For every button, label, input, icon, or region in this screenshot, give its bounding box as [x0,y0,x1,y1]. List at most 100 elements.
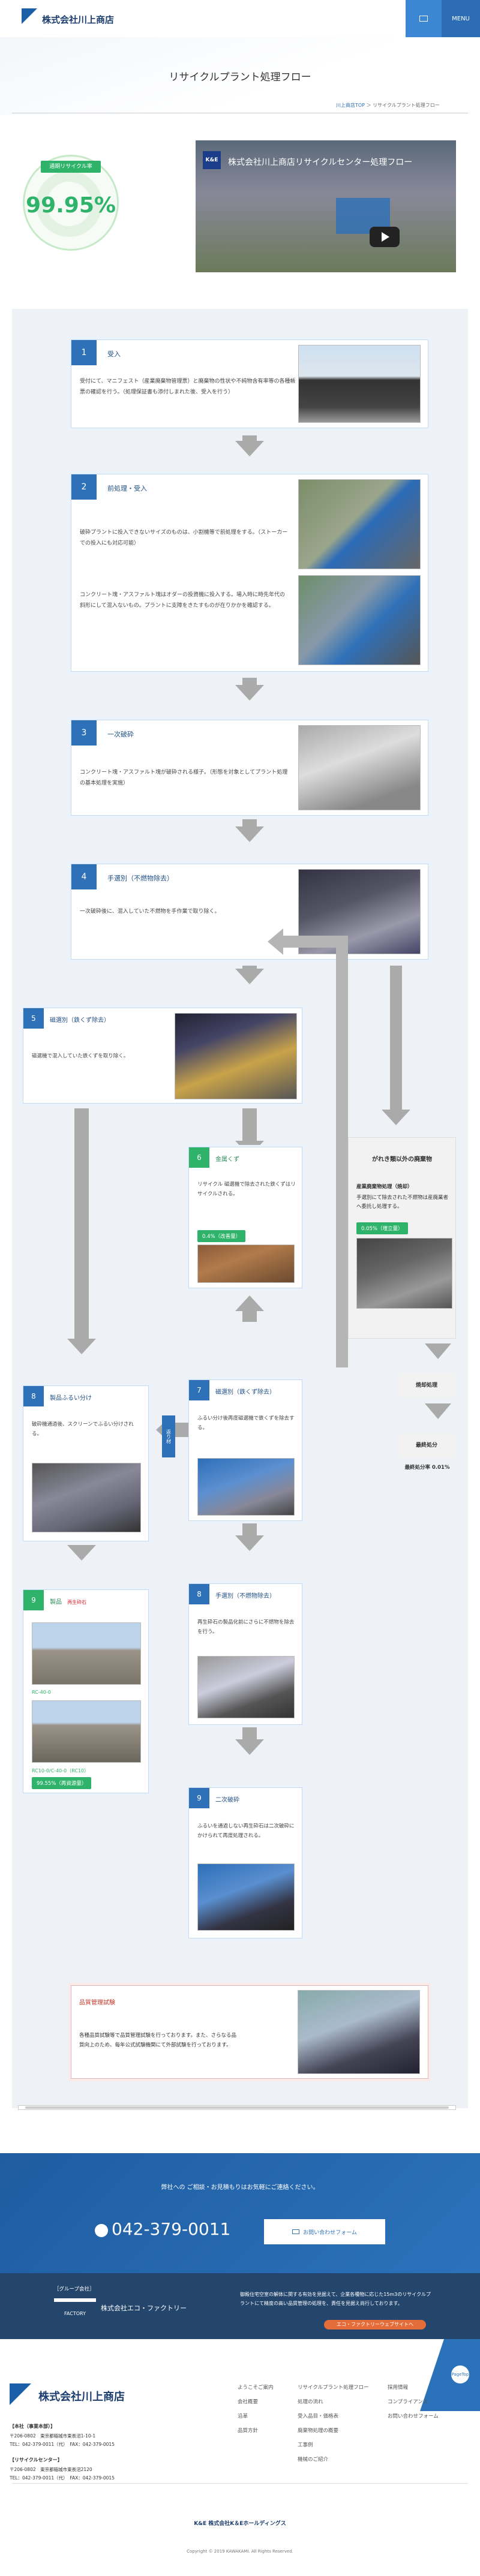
footer-rc-tel: TEL：042-379-0011（代） FAX：042-379-0015 [10,2475,115,2481]
flow-step-6: 6 金属くず リサイクル 磁選機で除去された鉄くずはリサイクルされる。 0.4%… [188,1147,302,1288]
side-label-2: 最終処分 [397,1433,456,1457]
recovery-badge: 0.4%（改善量） [197,1230,246,1242]
flow-step-5: 5 磁選別（鉄くず除去） 磁選機で混入していた鉄くずを取り除く。 [23,1008,302,1104]
step-text: コンクリート塊・アスファルト塊が破砕される様子。（形態を対象としてプラント処理の… [80,770,288,786]
footer-link[interactable]: コンプライアンス [388,2399,428,2405]
step-photo [298,345,421,423]
side-box-sub: 産業廃棄物処理（焼却） [356,1184,413,1190]
footer-company[interactable]: 株式会社川上商店 [38,2391,125,2403]
footer-link[interactable]: 廃棄物処理の概要 [298,2428,339,2434]
recycle-badge: 99.55%（再資源量） [32,1777,92,1789]
side-box-photo [356,1238,452,1309]
flow-arrow [425,1403,451,1419]
flow-connector [242,1310,257,1322]
side-box-title: がれき類以外の廃棄物 [372,1156,432,1163]
cta-phone[interactable]: 042-379-0011 [112,2219,231,2239]
footer-link[interactable]: 処理の流れ [298,2399,323,2405]
group-site-button[interactable]: エコ・ファクトリーウェブサイトへ [324,2320,426,2329]
breadcrumb-current: リサイクルプラント処理フロー [373,103,440,108]
video-player[interactable] [196,140,456,272]
step-title: 受入 [107,350,121,358]
step-number: 5 [23,1008,44,1029]
flow-connector [242,1727,257,1741]
footer-link[interactable]: 採用情報 [388,2385,409,2391]
flow-arrow [67,1545,96,1561]
footer-link[interactable]: ようこそご案内 [238,2385,274,2391]
contact-form-button[interactable]: お問い合わせフォーム [264,2219,385,2244]
step-photo [32,1463,141,1532]
breadcrumb-home[interactable]: 川上商店TOP [336,103,365,108]
step-text: 破砕プラントに投入できないサイズのものは、小割機等で前処理をする。（ストーカーで… [80,530,288,546]
step-photo [298,725,421,810]
page-title: リサイクルプラント処理フロー [169,71,311,83]
menu-button[interactable]: MENU [442,0,480,37]
step-text: ふるいを通過しない再生砕石は二次破砕にかけられて再度処理される。 [197,1823,295,1839]
flow-arrow-stem [242,678,257,686]
step-text: 再生砕石の製品化前にさらに不燃物を除去を行う。 [197,1619,295,1635]
flow-arrow [425,1343,451,1359]
mail-icon [419,16,428,22]
group-company[interactable]: 株式会社エコ・ファクトリー [101,2304,187,2312]
footer-divider [12,2483,468,2484]
footer-link[interactable]: リサイクルプラント処理フロー [298,2385,369,2391]
mail-button[interactable] [406,0,442,37]
flow-arrow [235,969,264,984]
footer-link[interactable]: 機械のご紹介 [298,2457,329,2463]
step-number: 7 [189,1380,209,1400]
pagetop-label: PageTop [451,2372,469,2377]
group-logo: FACTORY [54,2298,96,2316]
step-number: 9 [189,1788,209,1808]
recycle-value: 99.95% [26,193,116,218]
step-title: 製品 再生砕石 [50,1597,86,1606]
footer-link[interactable]: 受入品目・価格表 [298,2413,339,2419]
step-text: ふるい分け後再度磁選機で鉄くずを除去する。 [197,1415,295,1431]
step-number: 3 [71,720,97,746]
quality-title: 品質管理試験 [79,2000,115,2006]
pagetop-button[interactable]: PageTop [451,2365,469,2383]
footer-hq-addr: 〒206-0802 東京都稲城市東長沼1-10-1 [10,2433,96,2439]
step-title: 前処理・受入 [107,485,147,492]
step-photo [197,1245,295,1283]
step-number: 2 [71,474,97,500]
step-photo [175,1013,297,1099]
step-number: 1 [71,340,97,365]
video-title[interactable]: 株式会社川上商店リサイクルセンター処理フロー [228,158,413,167]
mail-icon [292,2229,300,2234]
side-box-text: 手選別にて除去された不燃物は産廃業者へ委託し処理する。 [356,1195,449,1210]
flow-step-11: 9 二次破砕 ふるいを通過しない再生砕石は二次破砕にかけられて再度処理される。 [188,1787,302,1938]
landfill-badge: 0.05%（埋立量） [356,1222,408,1234]
step-text: リサイクル 磁選機で除去された鉄くずはリサイクルされる。 [197,1182,296,1197]
flow-arrow [235,441,264,456]
flow-arrow [235,685,264,701]
flow-arrow [382,1110,410,1125]
product-photo-2 [32,1700,141,1763]
header-company-name[interactable]: 株式会社川上商店 [42,14,115,25]
product-label-2: RC10-0/C-40-0（RC10） [32,1768,89,1774]
step-photo [197,1863,295,1931]
footer-link[interactable]: 工事例 [298,2442,313,2448]
step-photo-2 [298,575,421,665]
flow-connector [74,1108,89,1341]
step-photo [197,1656,295,1718]
step-number: 6 [189,1147,209,1168]
flow-arrow [235,1535,264,1551]
flow-step-3: 3 一次破砕 コンクリート塊・アスファルト塊が破砕される様子。（形態を対象として… [71,720,428,816]
flow-arrow [235,826,264,842]
scrollbar-thumb[interactable] [25,2106,449,2109]
holdings-logo[interactable]: K&E 株式会社K＆Eホールディングス [194,2521,286,2527]
step-title: 手選別（不燃物除去） [107,874,173,882]
product-photo-1 [32,1622,141,1685]
play-icon [382,232,389,242]
recycle-label: 通期リサイクル率 [41,161,101,173]
step-title: 二次破砕 [215,1797,239,1803]
product-title: 製品 [50,1599,62,1606]
flow-step-9: 9 製品 再生砕石 RC-40-0 RC10-0/C-40-0（RC10） 99… [23,1589,149,1793]
footer-link[interactable]: 品質方針 [238,2428,259,2434]
flow-step-7: 7 磁選別（鉄くず除去） ふるい分け後再度磁選機で鉄くずを除去する。 [188,1379,302,1521]
step-number: 8 [189,1584,209,1604]
phone-icon [95,2224,108,2237]
footer-link[interactable]: 沿革 [238,2413,248,2419]
footer-link[interactable]: 会社概要 [238,2399,259,2405]
step-number: 9 [23,1590,44,1610]
footer-link[interactable]: お問い合わせフォーム [388,2413,439,2419]
